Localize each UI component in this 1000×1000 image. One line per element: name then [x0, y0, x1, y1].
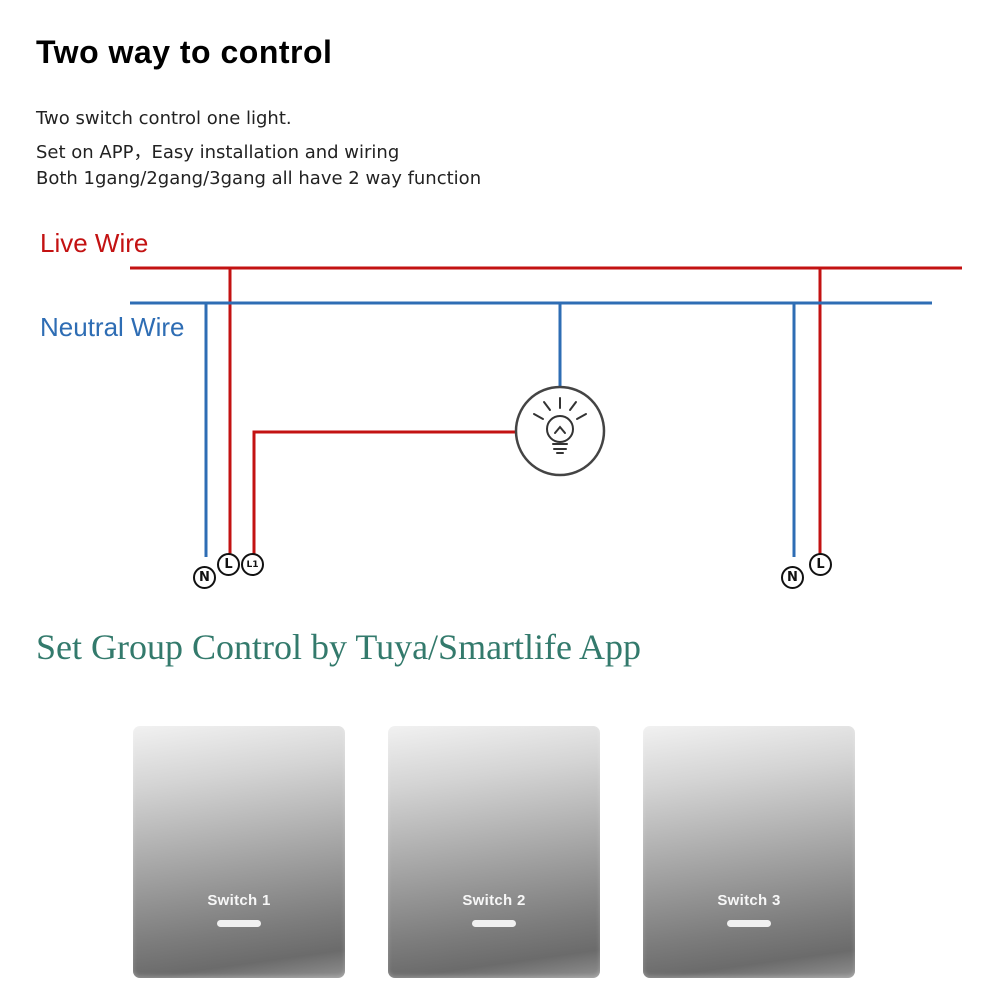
switch-label-2: Switch 2: [462, 892, 526, 909]
light-bulb-icon: [514, 385, 606, 477]
subtitle-line-3: Both 1gang/2gang/3gang all have 2 way fu…: [36, 168, 482, 189]
group-control-title: Set Group Control by Tuya/Smartlife App: [36, 627, 642, 667]
switch-panel-1: Switch 1: [133, 726, 345, 978]
live-wires: [130, 266, 962, 554]
subtitle-line-2: Set on APP，Easy installation and wiring: [36, 142, 400, 163]
neutral-wire-label: Neutral Wire: [40, 312, 185, 342]
live-wire-label: Live Wire: [40, 228, 149, 258]
switch-button-bar-2: [472, 920, 516, 927]
terminal-l-left: L: [217, 553, 240, 576]
terminal-n-left: N: [193, 566, 216, 589]
neutral-wires: [130, 301, 932, 557]
subtitle-line-1: Two switch control one light.: [36, 108, 292, 129]
switch-label-1: Switch 1: [207, 892, 271, 909]
switch-button-bar-3: [727, 920, 771, 927]
terminal-l-right: L: [809, 553, 832, 576]
switch-label-3: Switch 3: [717, 892, 781, 909]
switch-button-bar-1: [217, 920, 261, 927]
terminal-l1-left: L1: [241, 553, 264, 576]
switch-panel-2: Switch 2: [388, 726, 600, 978]
terminal-n-right: N: [781, 566, 804, 589]
page-title: Two way to control: [36, 34, 333, 70]
switch-panel-3: Switch 3: [643, 726, 855, 978]
